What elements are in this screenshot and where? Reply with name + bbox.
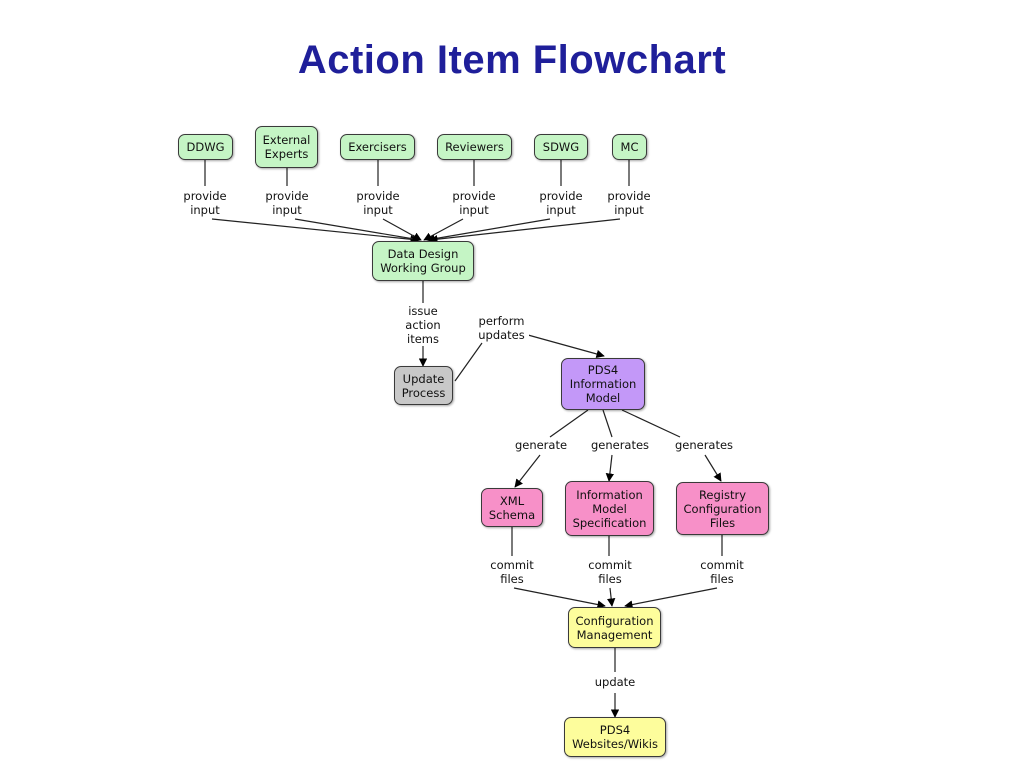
node-registry-configuration-files: Registry Configuration Files xyxy=(676,482,769,535)
node-configuration-management: Configuration Management xyxy=(568,607,661,648)
edge-commit-2 xyxy=(609,536,612,606)
node-xml-schema: XML Schema xyxy=(481,488,543,527)
node-mc: MC xyxy=(612,134,647,160)
edge-label-generates: generates xyxy=(589,438,651,452)
edge-label-commit-files: commit files xyxy=(585,558,635,586)
edge-label-provide-input: provide input xyxy=(536,189,586,217)
edge-label-generates: generates xyxy=(673,438,735,452)
edge-label-provide-input: provide input xyxy=(353,189,403,217)
edge-label-commit-files: commit files xyxy=(697,558,747,586)
edge-label-provide-input: provide input xyxy=(449,189,499,217)
edge-external-experts xyxy=(286,168,420,240)
edge-label-generate: generate xyxy=(512,438,570,452)
node-update-process: Update Process xyxy=(394,366,453,405)
edge-label-provide-input: provide input xyxy=(604,189,654,217)
edge-commit-3 xyxy=(625,535,723,606)
edge-mc xyxy=(430,160,630,240)
node-data-design-working-group: Data Design Working Group xyxy=(372,241,474,281)
edge-generates-2 xyxy=(621,409,721,481)
edge-generates-1 xyxy=(603,409,612,481)
edge-perform-updates xyxy=(454,334,604,382)
node-pds4-information-model: PDS4 Information Model xyxy=(561,358,645,410)
edge-label-provide-input: provide input xyxy=(262,189,312,217)
node-pds4-websites-wikis: PDS4 Websites/Wikis xyxy=(564,717,666,757)
node-external-experts: External Experts xyxy=(255,126,318,168)
edge-exercisers xyxy=(377,160,421,240)
edge-label-update: update xyxy=(590,675,640,689)
edge-label-provide-input: provide input xyxy=(180,189,230,217)
node-sdwg: SDWG xyxy=(534,134,588,160)
node-ddwg: DDWG xyxy=(178,134,233,160)
page-title: Action Item Flowchart xyxy=(297,38,727,82)
edge-ddwg xyxy=(204,160,418,240)
node-exercisers: Exercisers xyxy=(340,134,415,160)
edge-sdwg xyxy=(427,160,562,240)
edge-label-issue-action-items: issue action items xyxy=(398,304,448,346)
edge-label-commit-files: commit files xyxy=(487,558,537,586)
edge-commit-1 xyxy=(511,527,605,606)
node-information-model-specification: Information Model Specification xyxy=(565,481,654,536)
node-reviewers: Reviewers xyxy=(437,134,512,160)
edge-generate xyxy=(515,409,589,487)
edge-label-perform-updates: perform updates xyxy=(474,314,529,342)
